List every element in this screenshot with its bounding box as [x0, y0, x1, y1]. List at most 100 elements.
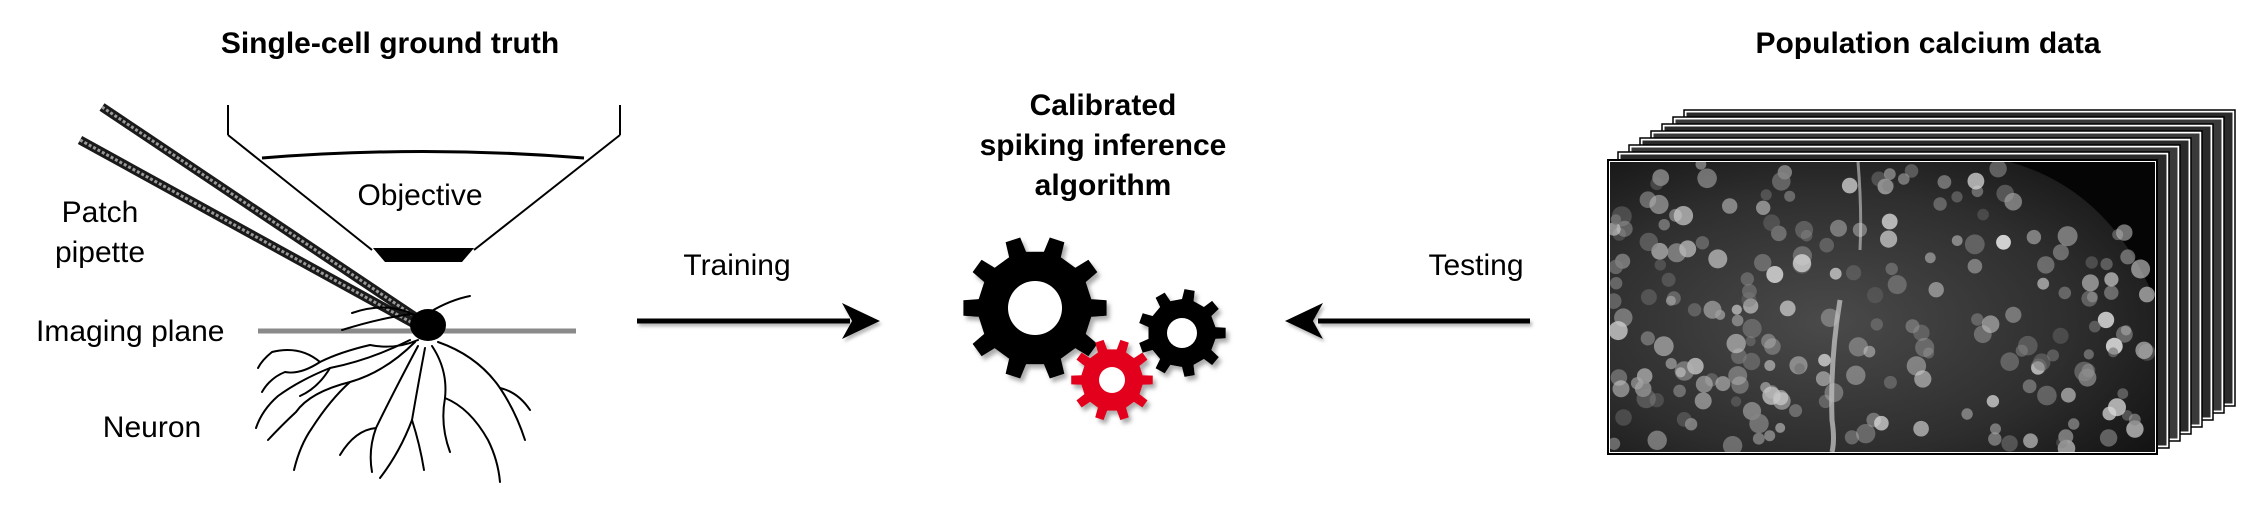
cell-body: [2099, 429, 2118, 447]
cell-body: [1640, 289, 1657, 306]
cell-body: [1877, 178, 1894, 195]
cell-body: [2078, 368, 2097, 387]
cell-body: [1730, 396, 1742, 407]
cell-body: [1883, 375, 1897, 389]
cell-body: [1887, 275, 1907, 295]
cell-body: [1882, 179, 1895, 192]
cell-body: [1610, 214, 1622, 225]
cell-body: [1915, 337, 1935, 358]
left-panel-title: Single-cell ground truth: [221, 27, 559, 60]
cell-body: [1830, 219, 1847, 237]
cell-body: [1742, 283, 1757, 299]
accent-gear-icon: [1071, 339, 1153, 421]
cell-body: [2058, 429, 2074, 445]
cell-body: [1728, 366, 1748, 386]
cell-body: [1913, 324, 1930, 341]
cell-body: [1731, 304, 1742, 315]
right-panel: Population calcium data: [1607, 27, 2236, 455]
cell-body: [1640, 331, 1655, 346]
cell-body: [1775, 422, 1786, 433]
cell-body: [1766, 266, 1784, 283]
cell-body: [1951, 235, 1963, 247]
cell-body: [1841, 177, 1858, 194]
cell-body: [2015, 344, 2028, 357]
cell-body: [1684, 418, 1698, 431]
cell-body: [1885, 262, 1898, 276]
cell-body: [2026, 229, 2042, 245]
cell-body: [1764, 360, 1776, 371]
cell-body: [1756, 200, 1771, 215]
cell-body: [1649, 393, 1664, 408]
cell-body: [1610, 369, 1628, 386]
cell-body: [1695, 236, 1710, 250]
cell-body: [1731, 314, 1744, 327]
cell-body: [2121, 410, 2133, 421]
cell-body: [2023, 433, 2038, 449]
cell-body: [2047, 349, 2059, 362]
neuron-icon: [255, 295, 531, 483]
cell-body: [2000, 352, 2019, 372]
cell-body: [1715, 376, 1731, 392]
cell-body: [1924, 252, 1936, 264]
cell-body: [1784, 190, 1796, 202]
center-panel: Calibrated spiking inference algorithm: [963, 89, 1226, 421]
cell-body: [2108, 347, 2119, 358]
cell-body: [1647, 430, 1667, 450]
cell-body: [1695, 162, 1707, 170]
neuron-label: Neuron: [103, 411, 201, 444]
cell-body: [1661, 272, 1676, 287]
cell-body: [1866, 412, 1881, 428]
cell-body: [2061, 387, 2076, 403]
cell-body: [2085, 256, 2098, 269]
cell-body: [1905, 319, 1920, 334]
cell-body: [2117, 388, 2129, 399]
testing-arrow: Testing: [1285, 249, 1530, 339]
cell-body: [1636, 388, 1656, 409]
cell-body: [1742, 352, 1761, 371]
cell-body: [1871, 171, 1887, 187]
cell-body: [2052, 327, 2069, 344]
cell-body: [1996, 184, 2014, 203]
gears-icon: [963, 237, 1226, 421]
cell-body: [1986, 395, 2000, 408]
cell-body: [1722, 436, 1743, 452]
cell-body: [1800, 229, 1813, 242]
cell-body: [1981, 315, 2000, 334]
cell-body: [1883, 168, 1896, 181]
cell-body: [2057, 226, 2078, 247]
training-arrow: Training: [637, 249, 880, 339]
cell-body: [1673, 206, 1694, 226]
neuron-cell-bodies: [1610, 162, 2155, 452]
cell-body: [1904, 164, 1919, 178]
cell-body: [1653, 336, 1674, 357]
cell-body: [2052, 244, 2069, 261]
cell-body: [1795, 220, 1814, 239]
cell-body: [1731, 376, 1749, 394]
cell-body: [1674, 361, 1695, 381]
cell-body: [1697, 168, 1717, 189]
cell-body: [1695, 375, 1713, 393]
cell-body: [1752, 432, 1765, 445]
cell-body: [1867, 287, 1884, 304]
cell-body: [1650, 177, 1664, 191]
cell-body: [1848, 337, 1868, 357]
cell-body: [1722, 198, 1738, 214]
cell-body: [1937, 175, 1952, 189]
cell-body: [1764, 338, 1781, 355]
cell-body: [2135, 341, 2153, 359]
objective-label: Objective: [357, 179, 482, 212]
cell-body: [1749, 413, 1769, 434]
cell-body: [1964, 234, 1985, 255]
cell-body: [1818, 394, 1833, 409]
cell-body: [2108, 398, 2126, 417]
cell-body: [1610, 321, 1628, 341]
neuron-soma: [410, 309, 446, 341]
cell-body: [1856, 424, 1876, 444]
cell-body: [2112, 229, 2124, 241]
cell-body: [2104, 285, 2119, 300]
large-gear-icon: [963, 237, 1107, 379]
cell-body: [1763, 214, 1780, 232]
cell-body: [1829, 267, 1842, 280]
cell-body: [1977, 208, 1989, 221]
